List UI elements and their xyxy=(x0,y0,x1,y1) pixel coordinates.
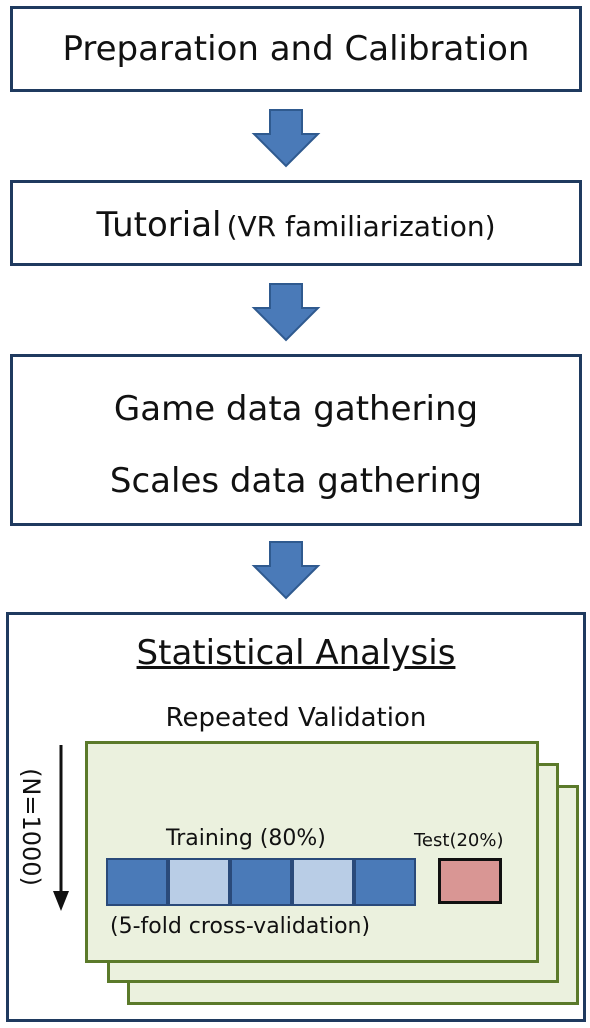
down-arrow-icon xyxy=(251,109,321,168)
step-preparation-label: Preparation and Calibration xyxy=(62,29,530,69)
iterations-label: (N=1000) xyxy=(17,768,45,886)
statistical-analysis-box: Statistical Analysis Repeated Validation… xyxy=(6,612,586,1022)
training-label: Training (80%) xyxy=(166,826,326,851)
step-preparation-box: Preparation and Calibration xyxy=(10,6,582,92)
tutorial-sub-text: (VR familiarization) xyxy=(226,210,496,243)
repeated-validation-label: Repeated Validation xyxy=(165,703,427,733)
fold-4 xyxy=(292,858,354,906)
fold-2 xyxy=(168,858,230,906)
fold-5 xyxy=(354,858,416,906)
step-tutorial-label: Tutorial (VR familiarization) xyxy=(13,205,579,245)
down-arrow-icon xyxy=(251,283,321,342)
fold-3 xyxy=(230,858,292,906)
statistical-analysis-title: Statistical Analysis xyxy=(136,633,456,673)
game-data-label: Game data gathering xyxy=(113,389,479,429)
iteration-arrow-icon xyxy=(53,745,69,911)
test-label: Test(20%) xyxy=(414,830,504,851)
scales-data-label: Scales data gathering xyxy=(109,461,483,501)
fold-1 xyxy=(106,858,168,906)
step-data-gathering-box: Game data gathering Scales data gatherin… xyxy=(10,354,582,526)
tutorial-main-text: Tutorial xyxy=(96,205,222,245)
cross-validation-label: (5-fold cross-validation) xyxy=(110,914,371,939)
validation-page-front: Training (80%) Test(20%) (5-fold cross-v… xyxy=(85,741,539,963)
step-tutorial-box: Tutorial (VR familiarization) xyxy=(10,180,582,266)
down-arrow-icon xyxy=(251,541,321,600)
test-block xyxy=(438,858,502,904)
